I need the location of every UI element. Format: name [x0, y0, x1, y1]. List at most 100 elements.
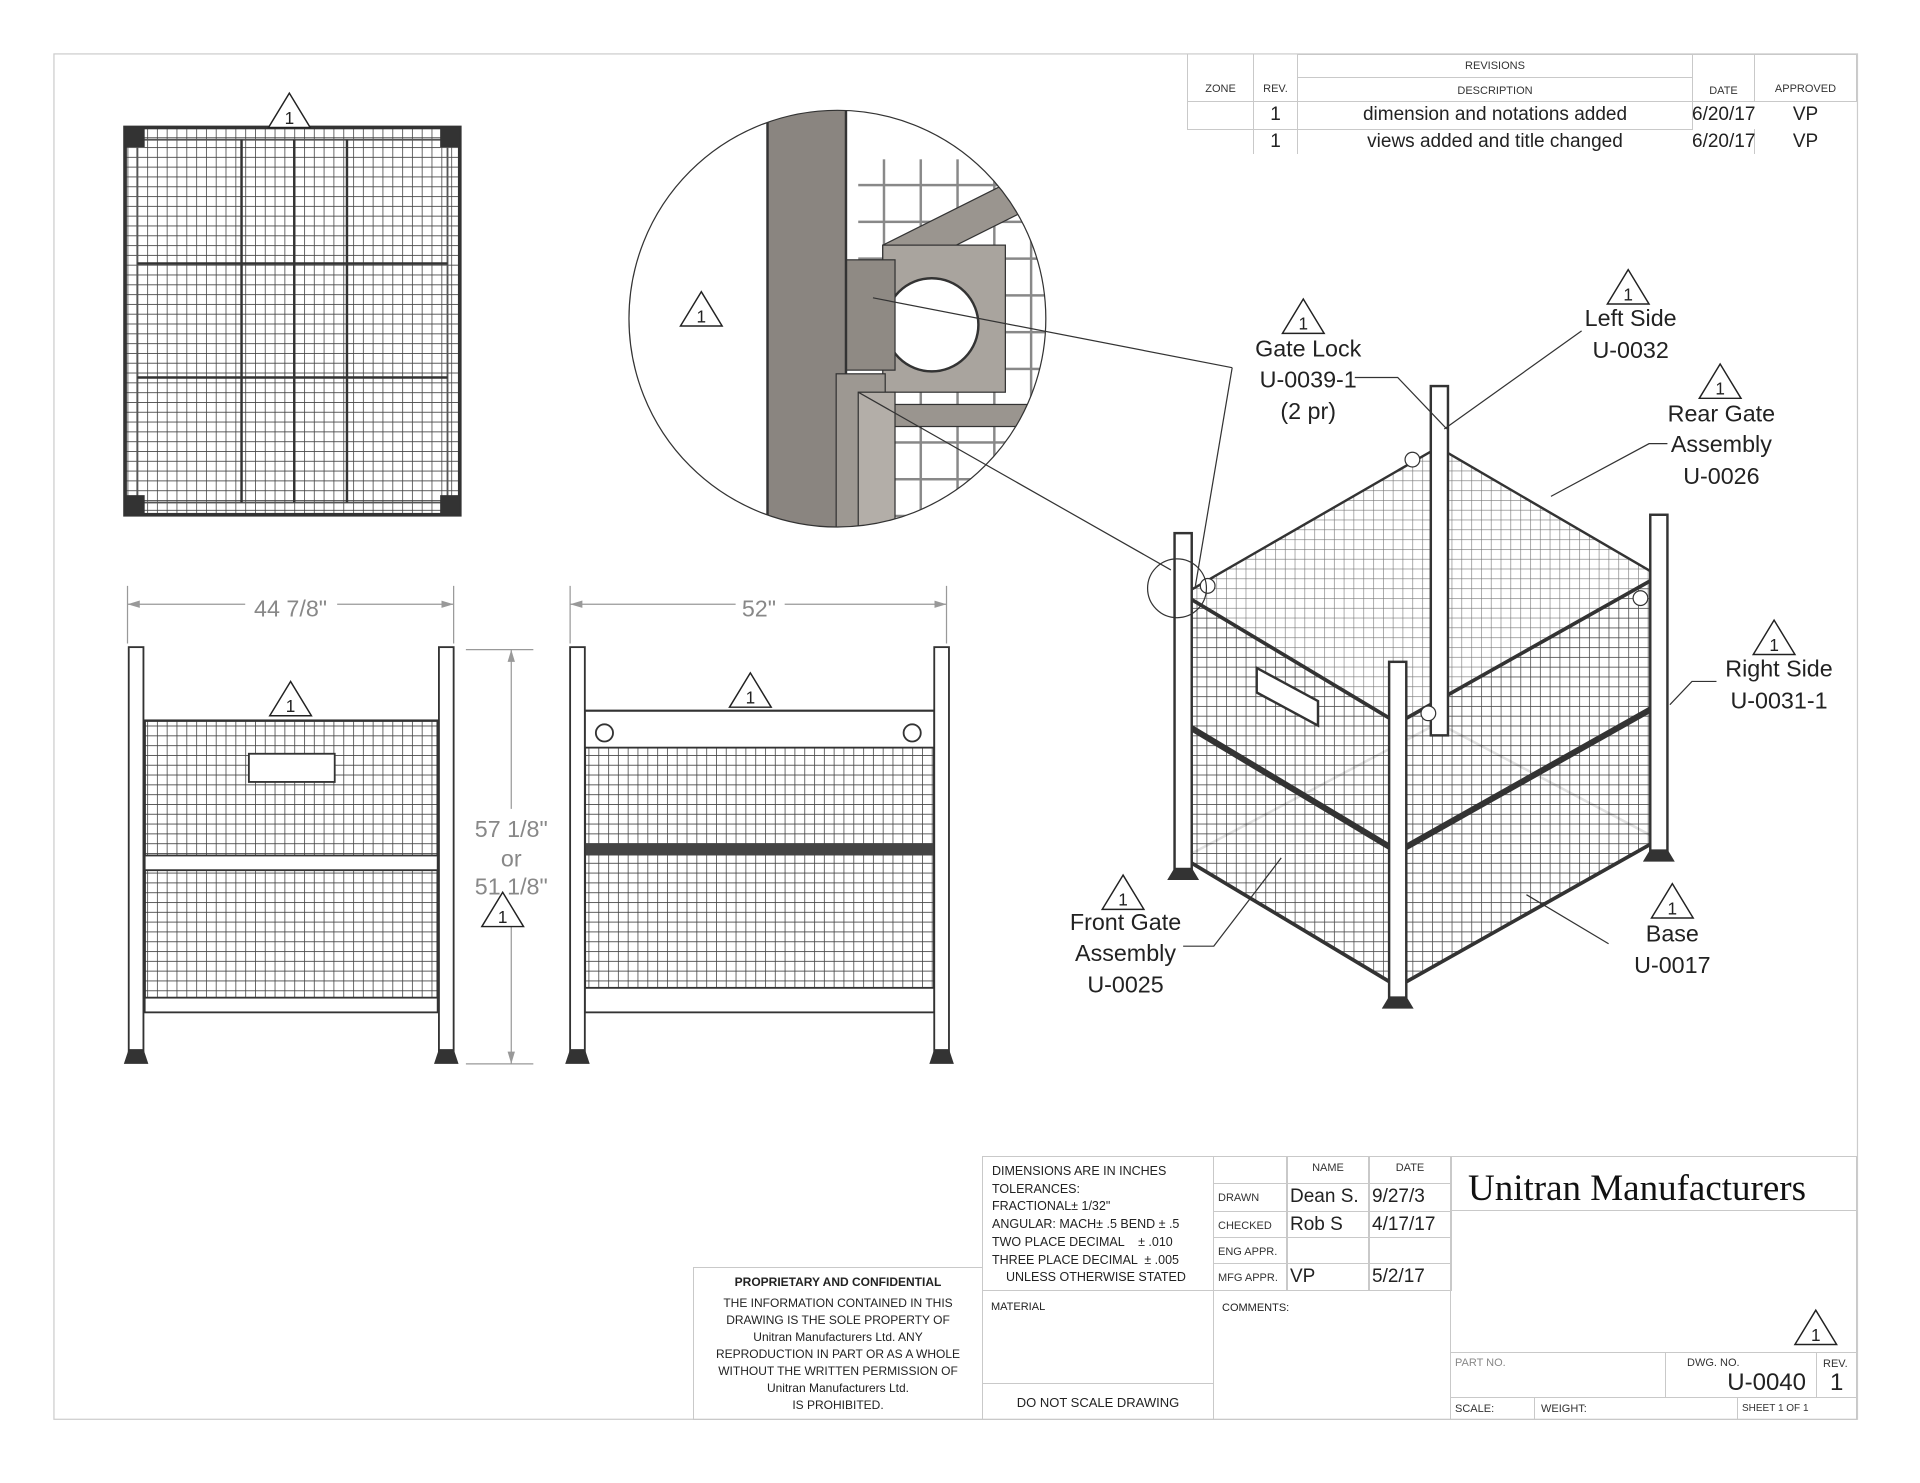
- svg-text:Assembly: Assembly: [1671, 431, 1772, 457]
- callout-front-gate: Front Gate Assembly U-0025: [1070, 909, 1181, 998]
- svg-text:1: 1: [1668, 898, 1678, 918]
- revision-triangle-icon: 1: [679, 290, 724, 327]
- dimension-depth: 52": [742, 595, 776, 621]
- header-cell: NAME: [1286, 1156, 1370, 1184]
- proprietary-line: Unitran Manufacturers Ltd. ANY: [753, 1330, 923, 1344]
- svg-text:1: 1: [697, 306, 707, 326]
- rev-box: REV. 1: [1816, 1352, 1857, 1398]
- material-label: MATERIAL: [991, 1301, 1046, 1313]
- tolerance-line: TWO PLACE DECIMAL ± .010: [992, 1234, 1173, 1249]
- svg-text:U-0017: U-0017: [1634, 952, 1710, 978]
- svg-text:U-0031-1: U-0031-1: [1730, 687, 1827, 713]
- callout-left-side: Left Side U-0032: [1585, 305, 1677, 363]
- callout-gate-lock: Gate Lock U-0039-1 (2 pr): [1255, 336, 1361, 425]
- proprietary-line: Unitran Manufacturers Ltd.: [766, 1381, 910, 1395]
- revision-triangle-icon: 1: [267, 91, 312, 129]
- proprietary-box: PROPRIETARY AND CONFIDENTIAL THE INFORMA…: [693, 1267, 983, 1420]
- revision-triangle-icon: 1: [1606, 268, 1651, 305]
- svg-text:(2 pr): (2 pr): [1280, 398, 1336, 424]
- svg-text:1: 1: [746, 688, 756, 708]
- svg-text:1: 1: [285, 108, 295, 128]
- svg-text:Front Gate: Front Gate: [1070, 909, 1181, 935]
- front-view: [123, 646, 459, 1064]
- svg-text:1: 1: [286, 696, 296, 716]
- company-name: Unitran Manufacturers: [1468, 1168, 1807, 1209]
- svg-text:U-0026: U-0026: [1683, 463, 1759, 489]
- signoff-date: 9/27/3: [1368, 1183, 1452, 1212]
- revision-triangle-icon: 1: [480, 890, 525, 928]
- revision-triangle-icon: 1: [728, 671, 773, 708]
- svg-text:1: 1: [1118, 890, 1128, 910]
- signoff-date: 5/2/17: [1368, 1263, 1452, 1291]
- callout-rear-gate: Rear Gate Assembly U-0026: [1668, 401, 1775, 490]
- tolerance-line: TOLERANCES:: [992, 1181, 1080, 1196]
- proprietary-line: WITHOUT THE WRITTEN PERMISSION OF: [718, 1364, 958, 1378]
- company-box: Unitran Manufacturers: [1450, 1156, 1857, 1211]
- svg-text:Left Side: Left Side: [1585, 305, 1677, 331]
- revision-number: 1: [1830, 1369, 1844, 1396]
- sheet-box: SHEET 1 OF 1: [1737, 1397, 1857, 1420]
- svg-text:U-0025: U-0025: [1087, 972, 1163, 998]
- revision-triangle-icon: 1: [1100, 873, 1146, 911]
- svg-text:1: 1: [1299, 314, 1309, 334]
- revision-triangle-icon: 1: [268, 680, 313, 717]
- material-box: MATERIAL: [982, 1290, 1214, 1384]
- tolerance-line: UNLESS OTHERWISE STATED: [1006, 1270, 1186, 1285]
- header-approved: APPROVED: [1774, 83, 1837, 95]
- signoff-role: MFG APPR.: [1213, 1263, 1288, 1291]
- proprietary-line: IS PROHIBITED.: [792, 1398, 884, 1412]
- svg-text:1: 1: [1769, 635, 1779, 655]
- scale-box: SCALE:: [1450, 1397, 1535, 1420]
- dimension-height-2: 51 1/8": [475, 874, 548, 900]
- proprietary-title: PROPRIETARY AND CONFIDENTIAL: [734, 1275, 942, 1289]
- signoff-date: [1368, 1237, 1452, 1264]
- revision-triangle-icon: 1: [1793, 1308, 1838, 1346]
- part-no-box: PART NO.: [1450, 1352, 1666, 1398]
- signoff-role: DRAWN: [1213, 1183, 1288, 1212]
- header-description: DESCRIPTION: [1457, 85, 1533, 97]
- tolerances-box: DIMENSIONS ARE IN INCHES TOLERANCES: FRACT…: [982, 1156, 1214, 1291]
- comments-box: COMMENTS:: [1213, 1290, 1451, 1420]
- dimension-lines: [126, 585, 948, 1065]
- drawing-title-box: [1450, 1210, 1857, 1353]
- header-zone: ZONE: [1205, 83, 1236, 95]
- dimension-height-1: 57 1/8": [475, 816, 548, 842]
- revision-triangle-icon: 1: [1650, 882, 1695, 919]
- weight-box: WEIGHT:: [1534, 1397, 1738, 1420]
- revision-triangle-icon: 1: [1698, 362, 1743, 400]
- svg-text:U-0039-1: U-0039-1: [1260, 366, 1357, 392]
- signoff-date: 4/17/17: [1368, 1211, 1452, 1238]
- tolerance-line: DIMENSIONS ARE IN INCHES: [992, 1164, 1167, 1178]
- leader-lines: [857, 297, 1717, 947]
- svg-text:Base: Base: [1646, 920, 1699, 946]
- tolerance-line: ANGULAR: MACH± .5 BEND ± .5: [992, 1217, 1180, 1232]
- callout-right-side: Right Side U-0031-1: [1725, 656, 1832, 714]
- comments-label: COMMENTS:: [1222, 1302, 1290, 1314]
- svg-text:1: 1: [1623, 284, 1633, 304]
- revision-markers: 1 1 1 1 1 1 1 1 1 1 1 1: [267, 91, 1838, 1346]
- dimension-width: 44 7/8": [254, 595, 327, 621]
- proprietary-line: DRAWING IS THE SOLE PROPERTY OF: [726, 1313, 950, 1327]
- proprietary-line: REPRODUCTION IN PART OR AS A WHOLE: [715, 1347, 961, 1361]
- signoff-name: VP: [1286, 1263, 1370, 1291]
- header-cell: DATE: [1368, 1156, 1452, 1184]
- signoff-role: ENG APPR.: [1213, 1237, 1288, 1264]
- dwg-no-box: DWG. NO. U-0040: [1665, 1352, 1817, 1398]
- header-rev: REV.: [1263, 83, 1288, 95]
- callout-base: Base U-0017: [1634, 920, 1710, 978]
- tolerance-line: THREE PLACE DECIMAL ± .005: [992, 1252, 1180, 1267]
- signoff-name: Dean S.: [1286, 1183, 1370, 1212]
- signoff-name: Rob S: [1286, 1211, 1370, 1238]
- revision-triangle-icon: 1: [1281, 297, 1326, 335]
- do-not-scale-note: DO NOT SCALE DRAWING: [1016, 1395, 1180, 1410]
- revisions-title: REVISIONS: [1465, 60, 1525, 72]
- side-view: [565, 646, 954, 1064]
- svg-text:Rear Gate: Rear Gate: [1668, 401, 1775, 427]
- do-not-scale-box: DO NOT SCALE DRAWING: [982, 1383, 1214, 1420]
- svg-text:U-0032: U-0032: [1592, 337, 1668, 363]
- svg-text:1: 1: [1811, 1325, 1821, 1345]
- tolerance-line: FRACTIONAL± 1/32": [992, 1199, 1111, 1214]
- isometric-view: [1146, 384, 1675, 1009]
- signoff-role: CHECKED: [1213, 1211, 1288, 1238]
